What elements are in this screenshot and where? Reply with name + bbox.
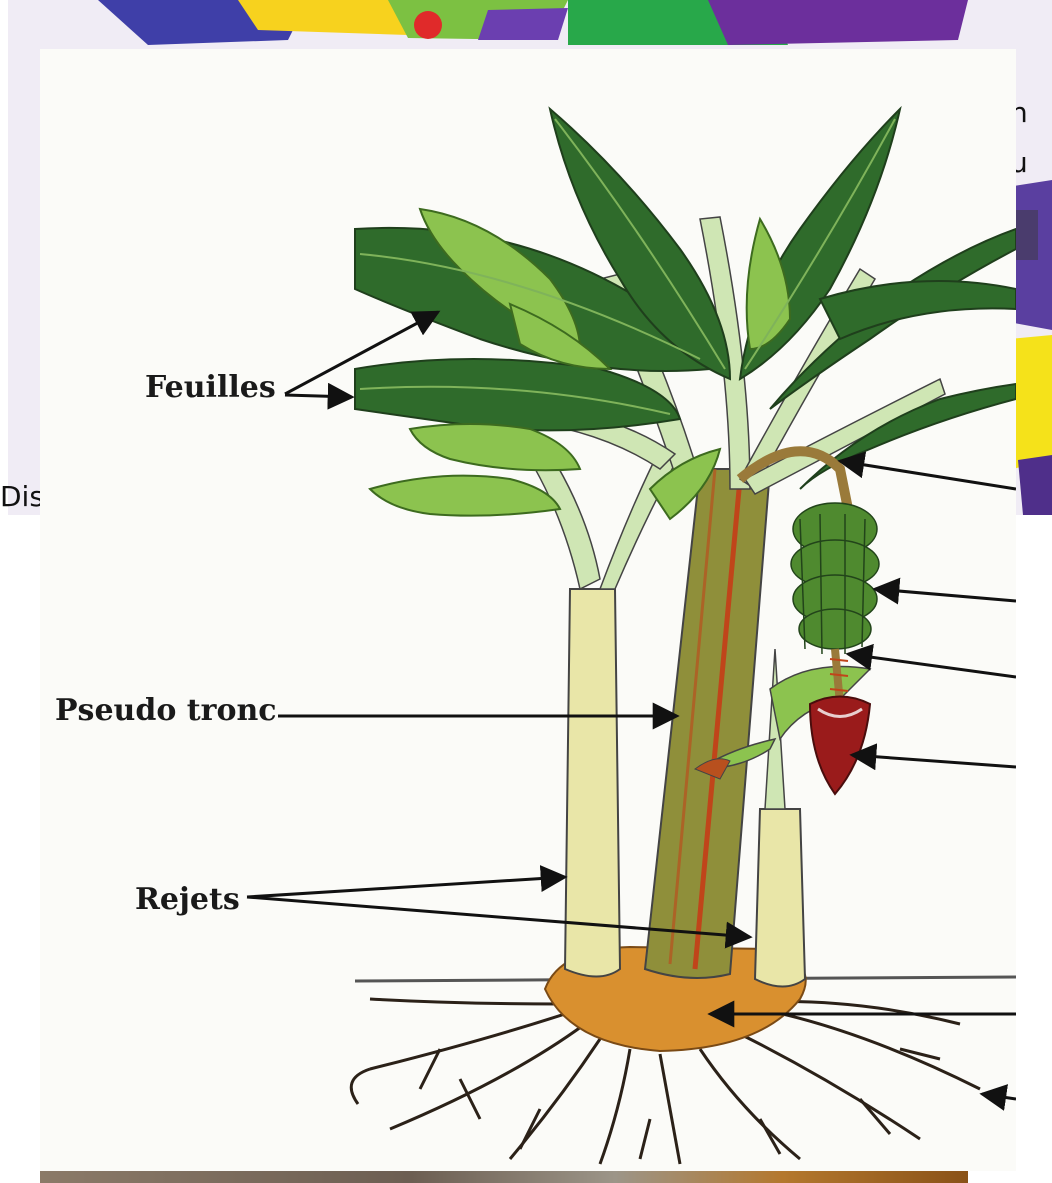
- banana-bunch: [791, 503, 879, 654]
- label-leaves: Feuilles: [145, 370, 276, 405]
- background-text-fragment: Dis: [0, 480, 44, 513]
- label-pseudo-stem: Pseudo tronc: [55, 693, 277, 728]
- left-sucker-stem: [565, 589, 620, 977]
- label-suckers: Rejets: [135, 882, 240, 917]
- bottom-photo-strip: [40, 1171, 968, 1183]
- banana-plant-diagram: Feuilles Pseudo tronc Rejets: [40, 49, 1016, 1171]
- right-sucker-stem: [755, 809, 805, 987]
